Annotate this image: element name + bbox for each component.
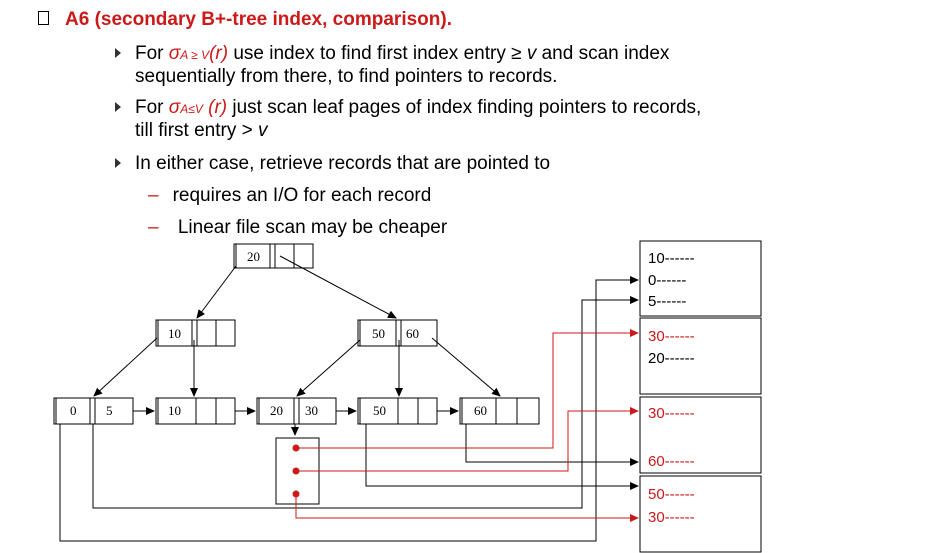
leaf-node-1: 0 5 bbox=[53, 397, 134, 425]
bullet-1-line2: sequentially from there, to find pointer… bbox=[135, 66, 558, 87]
bullet-3-text: In either case, retrieve records that ar… bbox=[135, 153, 551, 174]
bullet-2-line2: till first entry > bbox=[135, 120, 258, 141]
triangle-bullet-icon bbox=[115, 102, 121, 112]
slide-title-text: A6 (secondary B+-tree index, comparison)… bbox=[65, 9, 452, 30]
record-entry: 20------ bbox=[648, 350, 695, 367]
bullet-2-sigma-subscript: A≤V bbox=[180, 102, 203, 116]
pointer-bucket bbox=[275, 424, 320, 505]
bullet-2-text: just scan leaf pages of index finding po… bbox=[227, 97, 702, 118]
subbullet-2: – Linear file scan may be cheaper bbox=[148, 217, 447, 239]
leaf-2-key: 10 bbox=[168, 403, 181, 418]
leaf-1-key-2: 5 bbox=[106, 403, 113, 418]
internal-left-key: 10 bbox=[168, 326, 181, 341]
bullet-box-icon bbox=[38, 11, 49, 25]
record-entry: 0------ bbox=[648, 272, 686, 289]
bullet-1-sigma: σA ≥ V(r) bbox=[169, 43, 228, 64]
bullet-2-prefix: For bbox=[135, 97, 169, 118]
record-entry: 30------ bbox=[648, 328, 695, 345]
black-pointers bbox=[59, 276, 639, 542]
bullet-1-prefix: For bbox=[135, 43, 169, 64]
bullet-2-v: v bbox=[258, 120, 268, 141]
record-pages bbox=[639, 240, 762, 553]
leaf-node-5: 60 bbox=[459, 397, 540, 425]
record-entry: 10------ bbox=[648, 250, 695, 267]
bullet-1-sigma-symbol: σ bbox=[168, 43, 181, 64]
record-texts: 10------ 0------ 5------ 30------ 20------ 30… bbox=[648, 250, 695, 526]
internal-node-right: 50 60 bbox=[357, 319, 438, 347]
bullet-1-text: use index to find first index entry ≥ bbox=[228, 43, 527, 64]
record-entry: 30------ bbox=[648, 509, 695, 526]
root-node: 20 bbox=[233, 243, 314, 269]
bullet-2-sigma-symbol: σ bbox=[168, 97, 181, 118]
leaf-node-3: 20 30 bbox=[256, 397, 337, 425]
tree-edges bbox=[93, 255, 501, 415]
page-4 bbox=[639, 475, 762, 553]
triangle-bullet-icon bbox=[115, 48, 121, 58]
internal-right-key-2: 60 bbox=[406, 326, 419, 341]
triangle-bullet-icon bbox=[115, 158, 121, 168]
leaf-4-key: 50 bbox=[373, 403, 386, 418]
bullet-1-sigma-subscript: A ≥ V bbox=[180, 48, 210, 62]
subbullet-1: –requires an I/O for each record bbox=[148, 185, 431, 207]
root-key: 20 bbox=[247, 249, 260, 264]
subbullet-2-text: Linear file scan may be cheaper bbox=[172, 217, 448, 238]
page-1 bbox=[639, 240, 762, 317]
leaf-3-key-1: 20 bbox=[270, 403, 283, 418]
dash-marker: – bbox=[148, 217, 159, 238]
dash-marker: – bbox=[148, 185, 159, 206]
page-2 bbox=[639, 317, 762, 395]
bullet-1-text-end: and scan index bbox=[536, 43, 670, 64]
record-entry: 60------ bbox=[648, 453, 695, 470]
slide-title: A6 (secondary B+-tree index, comparison)… bbox=[38, 9, 452, 31]
bullet-2-sigma-arg: (r) bbox=[202, 97, 228, 118]
subbullet-1-text: requires an I/O for each record bbox=[172, 185, 432, 206]
leaf-node-2: 10 bbox=[155, 397, 236, 425]
bullet-2-sigma: σA≤V (r) bbox=[169, 97, 227, 118]
record-entry: 5------ bbox=[648, 293, 686, 310]
bullet-1-v: v bbox=[526, 43, 537, 64]
leaf-3-key-2: 30 bbox=[305, 403, 318, 418]
red-pointers bbox=[295, 329, 639, 522]
internal-node-left: 10 bbox=[155, 319, 236, 347]
page-3 bbox=[639, 396, 762, 474]
internal-right-key-1: 50 bbox=[372, 326, 385, 341]
leaf-1-key-1: 0 bbox=[70, 403, 77, 418]
leaf-5-key: 60 bbox=[474, 403, 487, 418]
record-entry: 50------ bbox=[648, 486, 695, 503]
bullet-1-sigma-arg: (r) bbox=[209, 43, 229, 64]
record-entry: 30------ bbox=[648, 405, 695, 422]
leaf-node-4: 50 bbox=[357, 397, 438, 425]
